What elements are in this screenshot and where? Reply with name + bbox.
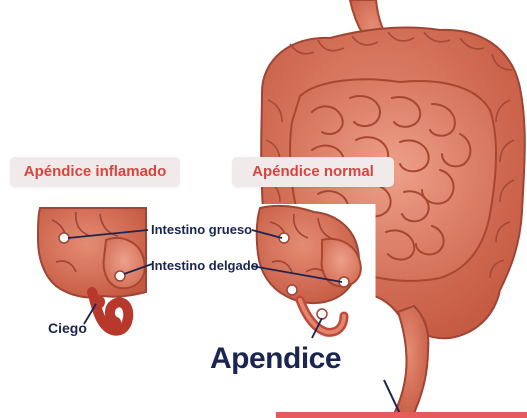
rectum (392, 306, 428, 418)
tag-normal-appendix: Apéndice normal (232, 157, 394, 187)
label-cecum: Ciego (48, 320, 87, 336)
label-appendix: Apendice (210, 342, 341, 376)
bottom-accent-bar (276, 412, 527, 418)
tag-inflamed-appendix: Apéndice inflamado (10, 157, 180, 187)
label-small-intestine: Intestino delgado (151, 258, 259, 273)
label-large-intestine: Intestino grueso (151, 222, 252, 237)
